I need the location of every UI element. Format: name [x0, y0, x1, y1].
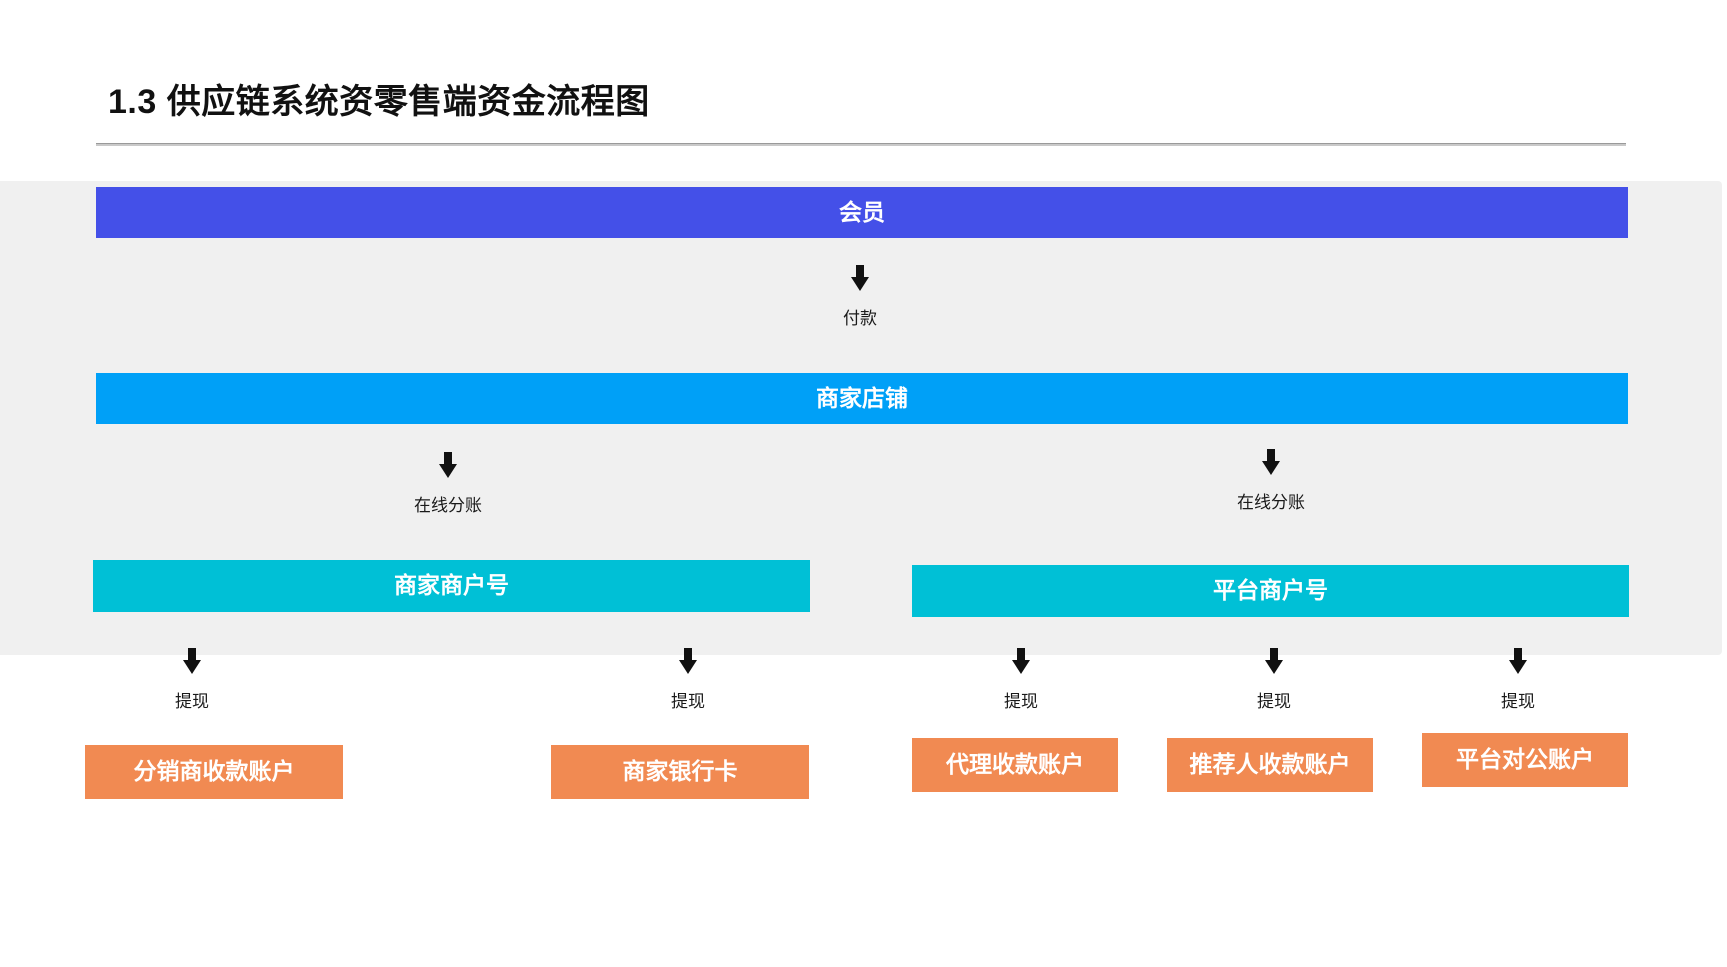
title-divider	[96, 143, 1626, 146]
arrow-down-icon	[1509, 648, 1527, 674]
connector-label-split-merchant: 在线分账	[414, 496, 482, 515]
connector-withdraw-3: 提现	[961, 648, 1081, 712]
connector-label-withdraw-2: 提现	[671, 692, 705, 711]
arrow-down-icon	[183, 648, 201, 674]
node-platform-account-id[interactable]: 平台商户号	[912, 565, 1629, 617]
connector-withdraw-5: 提现	[1458, 648, 1578, 712]
node-merchant-account-id[interactable]: 商家商户号	[93, 560, 810, 612]
node-merchant-shop[interactable]: 商家店铺	[96, 373, 1628, 424]
connector-label-withdraw-5: 提现	[1501, 692, 1535, 711]
arrow-down-icon	[679, 648, 697, 674]
connector-split-platform: 在线分账	[1211, 449, 1331, 513]
connector-label-payment: 付款	[843, 309, 877, 328]
node-referrer-receiving-account[interactable]: 推荐人收款账户	[1167, 738, 1373, 792]
title-block: 1.3 供应链系统资零售端资金流程图	[0, 0, 1727, 160]
arrow-down-icon	[1012, 648, 1030, 674]
connector-payment: 付款	[800, 265, 920, 329]
connector-label-withdraw-1: 提现	[175, 692, 209, 711]
arrow-down-icon	[851, 265, 869, 291]
connector-withdraw-1: 提现	[132, 648, 252, 712]
node-merchant-bank-card[interactable]: 商家银行卡	[551, 745, 809, 799]
connector-withdraw-2: 提现	[628, 648, 748, 712]
connector-withdraw-4: 提现	[1214, 648, 1334, 712]
connector-label-withdraw-4: 提现	[1257, 692, 1291, 711]
connector-split-merchant: 在线分账	[388, 452, 508, 516]
connector-label-split-platform: 在线分账	[1237, 493, 1305, 512]
node-agent-receiving-account[interactable]: 代理收款账户	[912, 738, 1118, 792]
node-member[interactable]: 会员	[96, 187, 1628, 238]
page-title: 1.3 供应链系统资零售端资金流程图	[108, 83, 650, 121]
connector-label-withdraw-3: 提现	[1004, 692, 1038, 711]
arrow-down-icon	[1265, 648, 1283, 674]
arrow-down-icon	[439, 452, 457, 478]
node-distributor-receiving-account[interactable]: 分销商收款账户	[85, 745, 343, 799]
node-platform-corporate-account[interactable]: 平台对公账户	[1422, 733, 1628, 787]
arrow-down-icon	[1262, 449, 1280, 475]
